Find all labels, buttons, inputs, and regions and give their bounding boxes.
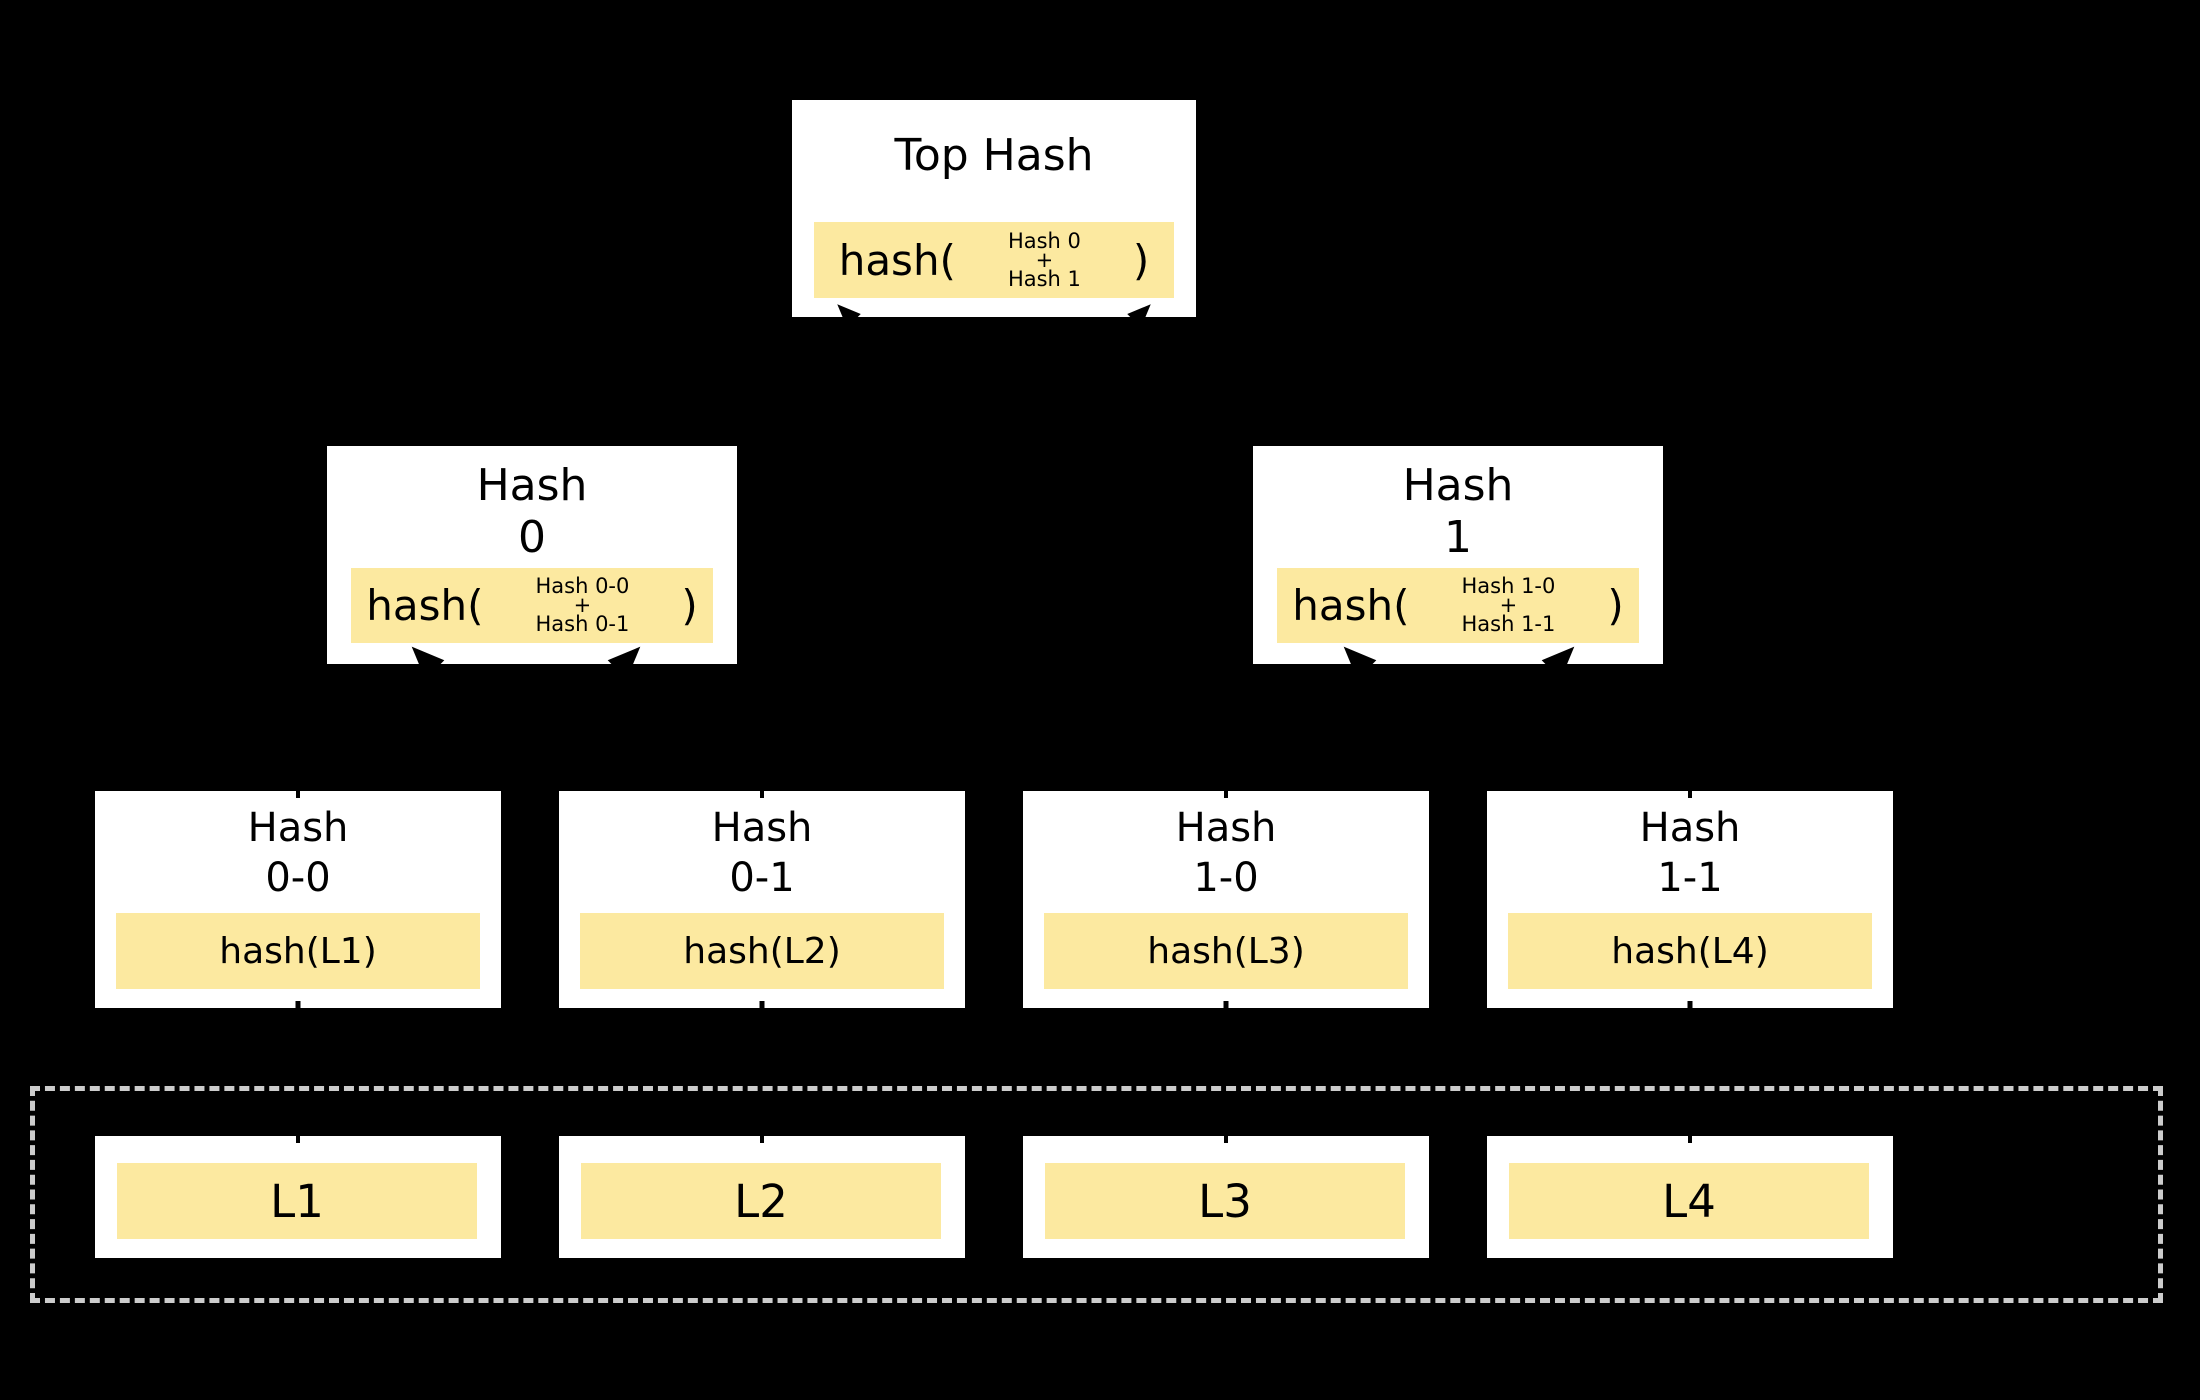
leaf-formula: hash(L4) <box>1611 930 1769 972</box>
data-block-l1: L1 <box>95 1133 501 1258</box>
arrowhead-tick <box>759 1001 765 1010</box>
hash-formula-bar: hash(L3) <box>1044 913 1408 989</box>
node-hash-0-1: Hash 0-1 hash(L2) <box>559 788 965 1010</box>
arrow-tail-tick <box>1224 1133 1228 1143</box>
data-block-l3: L3 <box>1023 1133 1429 1258</box>
formula-arg1: Hash 0 <box>1007 228 1081 253</box>
data-block-l2: L2 <box>559 1133 965 1258</box>
arrowhead-icon <box>1541 646 1575 680</box>
formula-open: hash( <box>838 235 956 285</box>
hash-formula-bar: hash( Hash 1-0 + Hash 1-1 ) <box>1277 568 1639 643</box>
title-line2: 0-0 <box>265 855 331 901</box>
node-hash-1-1: Hash 1-1 hash(L4) <box>1487 788 1893 1010</box>
hash-formula-bar: hash(L2) <box>580 913 944 989</box>
leaf-formula: hash(L3) <box>1147 930 1305 972</box>
block-label: L1 <box>270 1174 324 1228</box>
node-title: Hash 0-1 <box>559 791 965 903</box>
hash-formula-bar: hash( Hash 0 + Hash 1 ) <box>814 222 1174 298</box>
arrowhead-icon <box>607 646 641 680</box>
formula-open: hash( <box>366 581 484 630</box>
title-line1: Hash <box>1175 805 1277 851</box>
plus-sign: + <box>1499 593 1518 617</box>
formula-args: Hash 1-0 + Hash 1-1 <box>1461 574 1556 636</box>
formula-args: Hash 0 + Hash 1 <box>1007 228 1081 291</box>
title-line2: 0-1 <box>729 855 795 901</box>
formula-arg2: Hash 1 <box>1007 266 1081 291</box>
node-top-hash: Top Hash hash( Hash 0 + Hash 1 ) <box>792 100 1196 328</box>
plus-sign: + <box>573 593 592 617</box>
node-hash-1-0: Hash 1-0 hash(L3) <box>1023 788 1429 1010</box>
node-hash-0: Hash 0 hash( Hash 0-0 + Hash 0-1 ) <box>327 446 737 680</box>
node-hash-1: Hash 1 hash( Hash 1-0 + Hash 1-1 ) <box>1253 446 1663 680</box>
title-line1: Hash <box>247 805 349 851</box>
arrowhead-tick <box>295 1001 301 1010</box>
data-blocks-container <box>30 1086 2163 1303</box>
formula-open: hash( <box>1292 581 1410 630</box>
formula-arg1: Hash 1-0 <box>1461 574 1556 598</box>
formula-close: ) <box>681 581 698 630</box>
node-title: Top Hash <box>894 130 1094 181</box>
node-title: Hash 1-0 <box>1023 791 1429 903</box>
title-line2: 1 <box>1444 512 1472 563</box>
formula-arg2: Hash 0-1 <box>535 612 630 636</box>
block-label: L3 <box>1198 1174 1252 1228</box>
node-title: Hash 0 <box>327 446 737 564</box>
block-fill: L1 <box>117 1163 477 1239</box>
leaf-formula: hash(L2) <box>683 930 841 972</box>
formula-close: ) <box>1607 581 1624 630</box>
formula-arg1: Hash 0-0 <box>535 574 630 598</box>
hash-formula-bar: hash(L1) <box>116 913 480 989</box>
arrow-tail-tick <box>1688 788 1692 798</box>
formula-arg2: Hash 1-1 <box>1461 612 1556 636</box>
block-label: L4 <box>1662 1174 1716 1228</box>
title-line2: 1-1 <box>1657 855 1723 901</box>
block-fill: L2 <box>581 1163 941 1239</box>
title-line2: 0 <box>518 512 546 563</box>
node-title: Hash 0-0 <box>95 791 501 903</box>
arrow-tail-tick <box>1224 788 1228 798</box>
arrowhead-icon <box>837 304 861 328</box>
block-label: L2 <box>734 1174 788 1228</box>
leaf-formula: hash(L1) <box>219 930 377 972</box>
arrowhead-tick <box>1687 1001 1693 1010</box>
formula-args: Hash 0-0 + Hash 0-1 <box>535 574 630 636</box>
arrowhead-icon <box>1343 646 1377 680</box>
arrow-tail-tick <box>760 788 764 798</box>
arrow-tail-tick <box>1688 1133 1692 1143</box>
hash-formula-bar: hash(L4) <box>1508 913 1872 989</box>
node-hash-0-0: Hash 0-0 hash(L1) <box>95 788 501 1010</box>
title-line1: Hash <box>1402 460 1514 511</box>
node-title: Hash 1 <box>1253 446 1663 564</box>
formula-close: ) <box>1132 235 1150 285</box>
block-fill: L4 <box>1509 1163 1869 1239</box>
arrowhead-tick <box>1223 1001 1229 1010</box>
arrow-tail-tick <box>296 788 300 798</box>
title-line1: Hash <box>1639 805 1741 851</box>
block-fill: L3 <box>1045 1163 1405 1239</box>
hash-formula-bar: hash( Hash 0-0 + Hash 0-1 ) <box>351 568 713 643</box>
node-title: Hash 1-1 <box>1487 791 1893 903</box>
title-line1: Hash <box>476 460 588 511</box>
title-line2: 1-0 <box>1193 855 1259 901</box>
plus-sign: + <box>1035 247 1054 272</box>
arrow-tail-tick <box>296 1133 300 1143</box>
title-line1: Hash <box>711 805 813 851</box>
arrowhead-icon <box>411 646 445 680</box>
arrowhead-icon <box>1127 304 1151 328</box>
data-block-l4: L4 <box>1487 1133 1893 1258</box>
arrow-tail-tick <box>760 1133 764 1143</box>
